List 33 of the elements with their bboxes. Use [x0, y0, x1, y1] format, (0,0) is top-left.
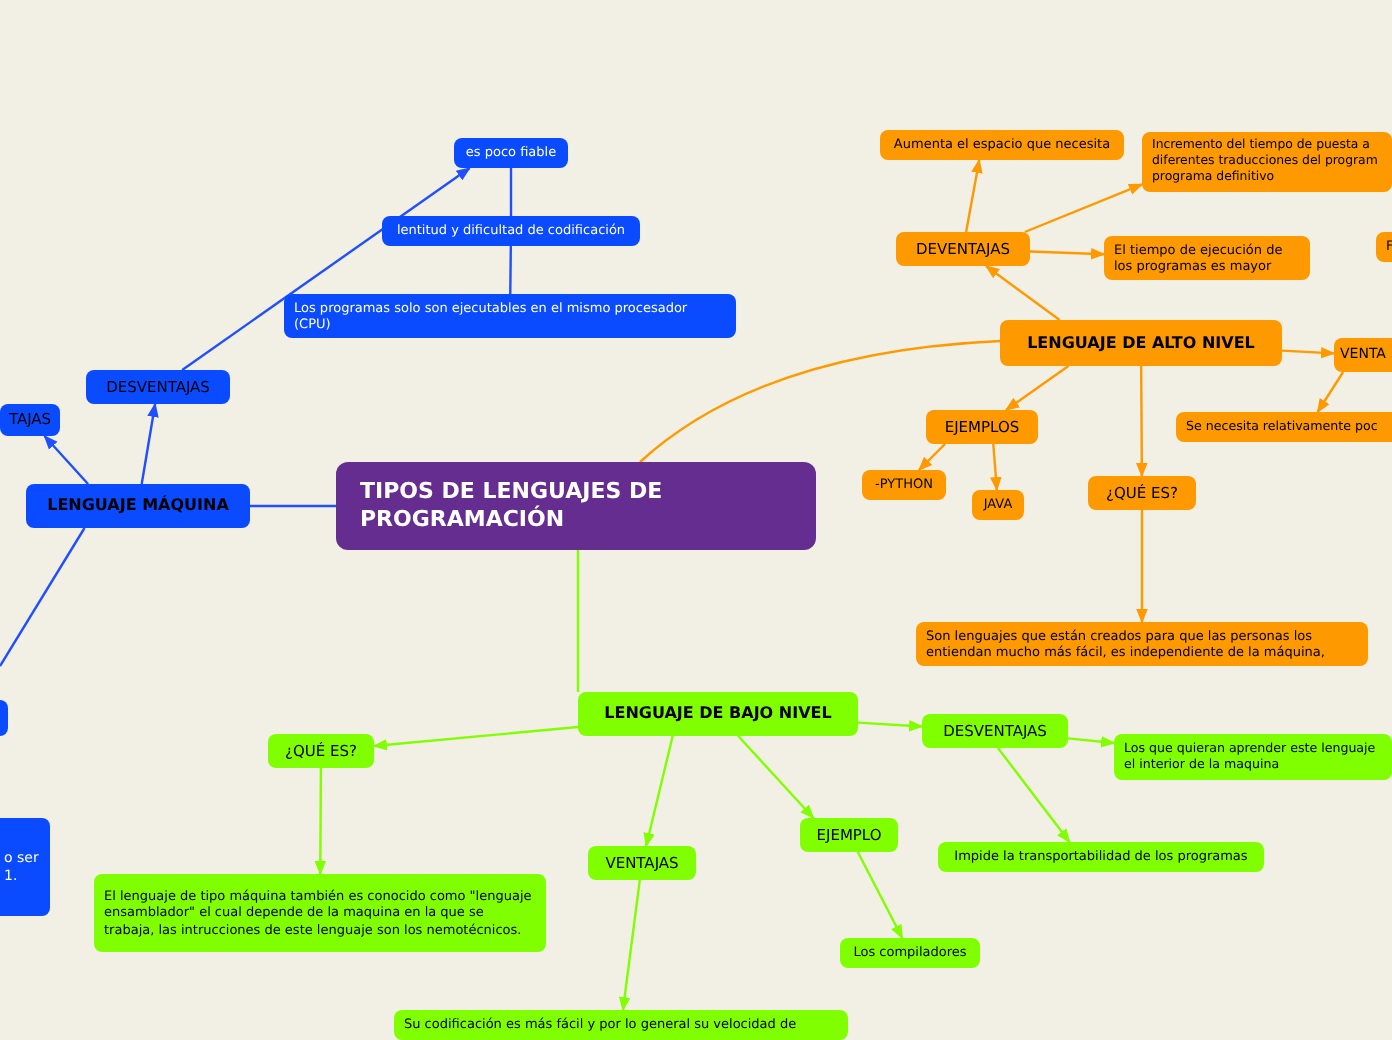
topic-box: LENGUAJE DE BAJO NIVEL — [578, 692, 858, 736]
arrow — [964, 158, 983, 233]
connector-line — [0, 527, 86, 667]
arrow — [1136, 366, 1148, 478]
arrow — [856, 851, 904, 940]
topic-box: LENGUAJE MÁQUINA — [26, 484, 250, 528]
arrow — [643, 735, 674, 848]
arrow — [43, 434, 89, 485]
arrow — [1281, 346, 1336, 359]
arrow — [857, 720, 924, 732]
connector-line — [509, 168, 513, 216]
arrow — [314, 768, 327, 876]
arrow — [1136, 510, 1148, 624]
arrow — [1029, 247, 1106, 260]
arrow — [1024, 183, 1144, 234]
arrow — [997, 747, 1071, 844]
connector-line — [576, 550, 580, 692]
arrow — [918, 443, 946, 471]
arrow — [1316, 371, 1345, 414]
connector-line — [250, 504, 336, 508]
arrow — [140, 402, 159, 485]
arrow — [372, 725, 579, 751]
arrow — [181, 167, 471, 371]
arrow — [1067, 735, 1116, 748]
connector-line — [509, 246, 512, 294]
connector-line — [639, 339, 1001, 463]
arrow — [990, 443, 1002, 492]
arrow — [1004, 365, 1070, 411]
arrow — [985, 265, 1061, 321]
arrow — [618, 879, 641, 1012]
arrow — [737, 735, 815, 820]
central-topic-box: TIPOS DE LENGUAJES DE PROGRAMACIÓN — [336, 462, 816, 550]
topic-box: LENGUAJE DE ALTO NIVEL — [1000, 320, 1282, 366]
